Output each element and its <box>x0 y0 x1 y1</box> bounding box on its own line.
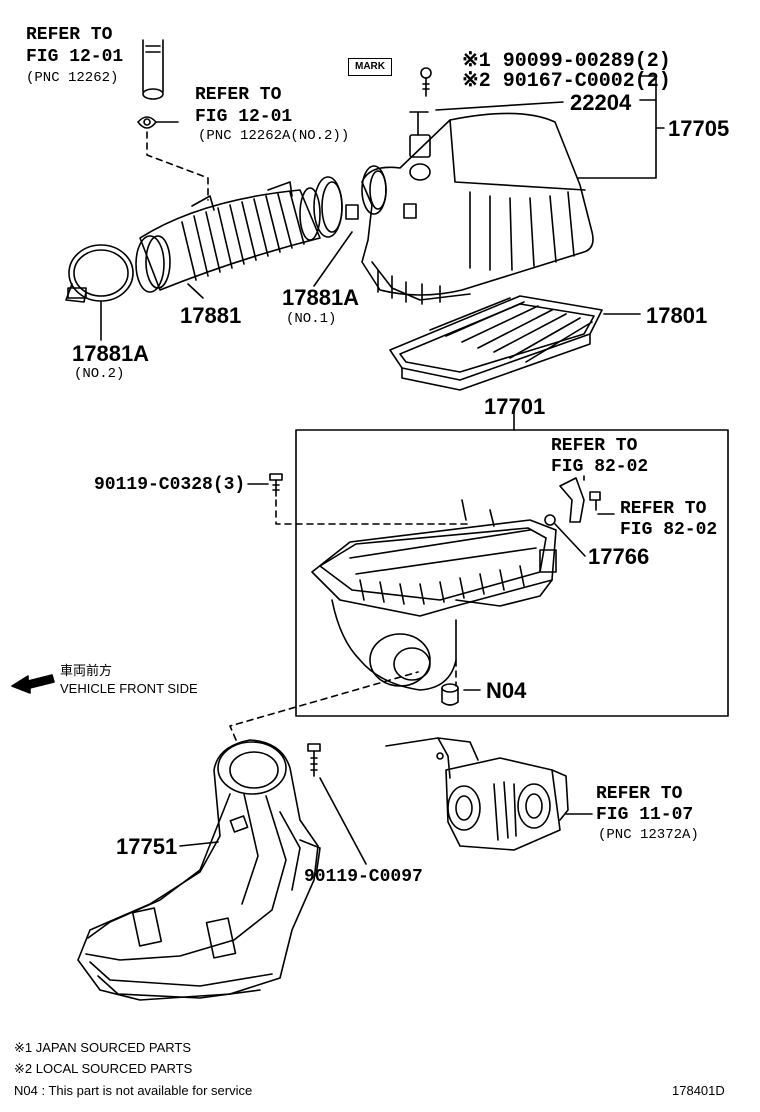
screw-icon <box>420 67 432 97</box>
air-cleaner-cap <box>361 111 594 305</box>
air-intake-duct <box>77 739 321 1001</box>
ref-11-pnc: (PNC 12372A) <box>598 827 699 843</box>
ref-top-left-line2: FIG 12-01 <box>26 47 124 67</box>
dashed-duct-leader <box>229 671 419 741</box>
ref-top-mid-line1: REFER TO <box>195 85 282 105</box>
part-number-n04: N04 <box>486 678 527 703</box>
leader-17766 <box>554 523 586 557</box>
ref-82-b-line2: FIG 82-02 <box>620 520 718 540</box>
ref-top-mid-pnc: (PNC 12262A(NO.2)) <box>198 128 350 144</box>
part-number-22204: 22204 <box>570 90 632 115</box>
grommet-n04-icon <box>441 683 481 706</box>
part-number-90167: ※2 90167-C0002(2) <box>462 70 671 93</box>
footnote-japan-sourced: ※1 JAPAN SOURCED PARTS <box>14 1040 192 1055</box>
leader-90119-c0097 <box>319 777 367 865</box>
air-cleaner-case <box>311 499 557 691</box>
diagram-id: 178401D <box>672 1083 725 1098</box>
footnote-n04: N04 : This part is not available for ser… <box>14 1083 253 1098</box>
ref-top-left-line1: REFER TO <box>26 25 113 45</box>
part-number-17881a-no1-sub: (NO.1) <box>286 311 337 327</box>
leader-17705-bracket <box>577 75 665 179</box>
leader-17881 <box>187 283 204 299</box>
hose-clamp-no1 <box>313 176 359 238</box>
intake-hose-corrugated <box>135 181 321 293</box>
part-number-17705: 17705 <box>668 116 730 141</box>
ref-top-mid-line2: FIG 12-01 <box>195 107 293 127</box>
clip-small-icon <box>137 116 179 129</box>
bolt-90119-c0097-icon <box>307 743 321 777</box>
leader-17881A-no1 <box>313 231 353 287</box>
mark-box: MARK <box>348 58 392 76</box>
part-number-17881a-no2: 17881A <box>72 341 150 366</box>
vehicle-front-label-jp: 車両前方 <box>60 663 113 678</box>
dashed-bolt-leader <box>275 499 471 525</box>
part-number-17881a-no1: 17881A <box>282 285 360 310</box>
part-number-17881: 17881 <box>180 303 242 328</box>
part-number-17701: 17701 <box>484 394 546 419</box>
bolt-90119-c0328-icon <box>247 473 283 497</box>
engine-mount-bracket <box>385 737 569 851</box>
ref-top-left-pnc: (PNC 12262) <box>26 70 119 86</box>
leader-17751 <box>179 841 219 847</box>
part-number-17801: 17801 <box>646 303 708 328</box>
ref-82-b-line1: REFER TO <box>620 499 707 519</box>
part-number-90119-c0097: 90119-C0097 <box>304 867 423 887</box>
vehicle-front-label-en: VEHICLE FRONT SIDE <box>60 681 198 696</box>
part-number-17881a-no2-sub: (NO.2) <box>74 366 125 382</box>
dashed-leader <box>146 131 209 201</box>
part-number-90099: ※1 90099-00289(2) <box>462 50 671 73</box>
vehicle-front-arrow-icon <box>11 674 55 694</box>
hose-pipe-top-left <box>142 39 164 100</box>
leader-22204 <box>435 101 564 111</box>
ref-11-line1: REFER TO <box>596 784 683 804</box>
part-number-17751: 17751 <box>116 834 178 859</box>
ref-11-line2: FIG 11-07 <box>596 805 694 825</box>
part-number-17766: 17766 <box>588 544 650 569</box>
hose-clamp-no2 <box>65 244 134 303</box>
air-filter-element <box>389 295 603 391</box>
ref-82-a-line1: REFER TO <box>551 436 638 456</box>
footnote-local-sourced: ※2 LOCAL SOURCED PARTS <box>14 1061 193 1076</box>
part-number-90119-c0328: 90119-C0328(3) <box>94 475 246 495</box>
bracket-ref-82-icon <box>544 477 601 526</box>
ref-82-a-line2: FIG 82-02 <box>551 457 649 477</box>
case-assy-17701-frame <box>295 429 729 717</box>
